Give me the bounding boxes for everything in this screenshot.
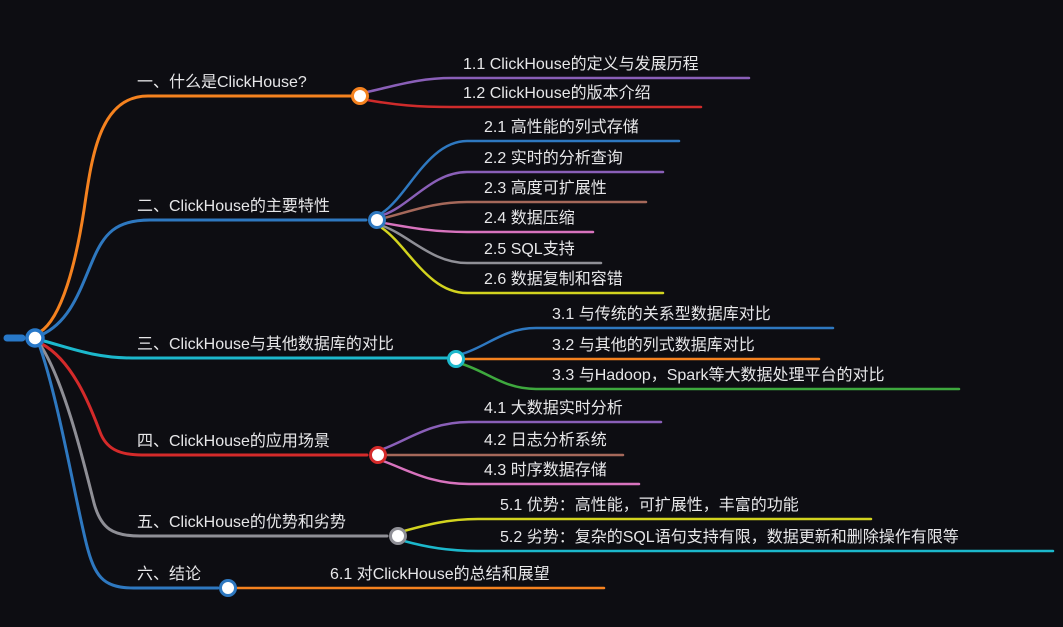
- root-node[interactable]: [25, 328, 45, 348]
- branch-line-subtopic-2-6: [380, 226, 665, 295]
- branch-line-subtopic-2-4: [382, 221, 595, 234]
- node-handle-topic-6[interactable]: [219, 579, 237, 597]
- node-handle-topic-5[interactable]: [389, 527, 407, 545]
- node-handle-topic-1[interactable]: [351, 87, 369, 105]
- topic-1[interactable]: 一、什么是ClickHouse?: [137, 74, 307, 91]
- subtopic-2-6[interactable]: 2.6 数据复制和容错: [484, 271, 623, 288]
- subtopic-3-1[interactable]: 3.1 与传统的关系型数据库对比: [552, 306, 771, 323]
- subtopic-1-2[interactable]: 1.2 ClickHouse的版本介绍: [463, 85, 651, 102]
- branch-line-topic-4: [40, 342, 369, 457]
- branch-line-subtopic-1-2: [365, 98, 703, 109]
- branch-line-subtopic-2-5: [381, 224, 603, 265]
- subtopic-2-4[interactable]: 2.4 数据压缩: [484, 210, 575, 227]
- subtopic-2-2[interactable]: 2.2 实时的分析查询: [484, 150, 623, 167]
- subtopic-4-1[interactable]: 4.1 大数据实时分析: [484, 400, 623, 417]
- subtopic-3-2[interactable]: 3.2 与其他的列式数据库对比: [552, 337, 755, 354]
- topic-6[interactable]: 六、结论: [137, 566, 202, 583]
- branch-line-subtopic-5-1: [402, 517, 873, 533]
- branch-line-topic-2: [39, 218, 368, 337]
- topic-3[interactable]: 三、ClickHouse与其他数据库的对比: [137, 336, 394, 353]
- branch-line-subtopic-4-3: [381, 459, 641, 486]
- subtopic-5-1[interactable]: 5.1 优势：高性能，可扩展性，丰富的功能: [500, 497, 799, 514]
- topic-5[interactable]: 五、ClickHouse的优势和劣势: [137, 514, 346, 531]
- branch-line-subtopic-4-1: [381, 420, 663, 451]
- subtopic-1-1[interactable]: 1.1 ClickHouse的定义与发展历程: [463, 56, 699, 73]
- subtopic-5-2[interactable]: 5.2 劣势：复杂的SQL语句支持有限，数据更新和删除操作有限等: [500, 529, 959, 546]
- subtopic-2-3[interactable]: 2.3 高度可扩展性: [484, 180, 607, 197]
- branch-line-subtopic-5-2: [402, 539, 1055, 553]
- node-handle-topic-2[interactable]: [368, 211, 386, 229]
- branch-line-topic-3: [42, 339, 449, 360]
- branch-line-subtopic-1-1: [365, 76, 751, 94]
- subtopic-6-1[interactable]: 6.1 对ClickHouse的总结和展望: [330, 566, 550, 583]
- branch-line-subtopic-2-3: [382, 200, 648, 220]
- subtopic-2-5[interactable]: 2.5 SQL支持: [484, 241, 575, 258]
- branch-line-topic-6: [38, 345, 220, 590]
- topic-4[interactable]: 四、ClickHouse的应用场景: [137, 433, 330, 450]
- branch-line-subtopic-3-1: [460, 326, 835, 356]
- node-handle-topic-3[interactable]: [447, 350, 465, 368]
- subtopic-4-2[interactable]: 4.2 日志分析系统: [484, 432, 607, 449]
- subtopic-2-1[interactable]: 2.1 高性能的列式存储: [484, 119, 639, 136]
- node-handle-topic-4[interactable]: [369, 446, 387, 464]
- branch-line-topic-1: [38, 94, 355, 334]
- subtopic-4-3[interactable]: 4.3 时序数据存储: [484, 462, 607, 479]
- branch-line-subtopic-2-2: [381, 170, 665, 217]
- subtopic-3-3[interactable]: 3.3 与Hadoop，Spark等大数据处理平台的对比: [552, 367, 885, 384]
- branch-line-topic-5: [39, 344, 389, 538]
- topic-2[interactable]: 二、ClickHouse的主要特性: [137, 198, 330, 215]
- branch-line-subtopic-2-1: [380, 139, 681, 215]
- branch-line-subtopic-3-3: [460, 362, 961, 391]
